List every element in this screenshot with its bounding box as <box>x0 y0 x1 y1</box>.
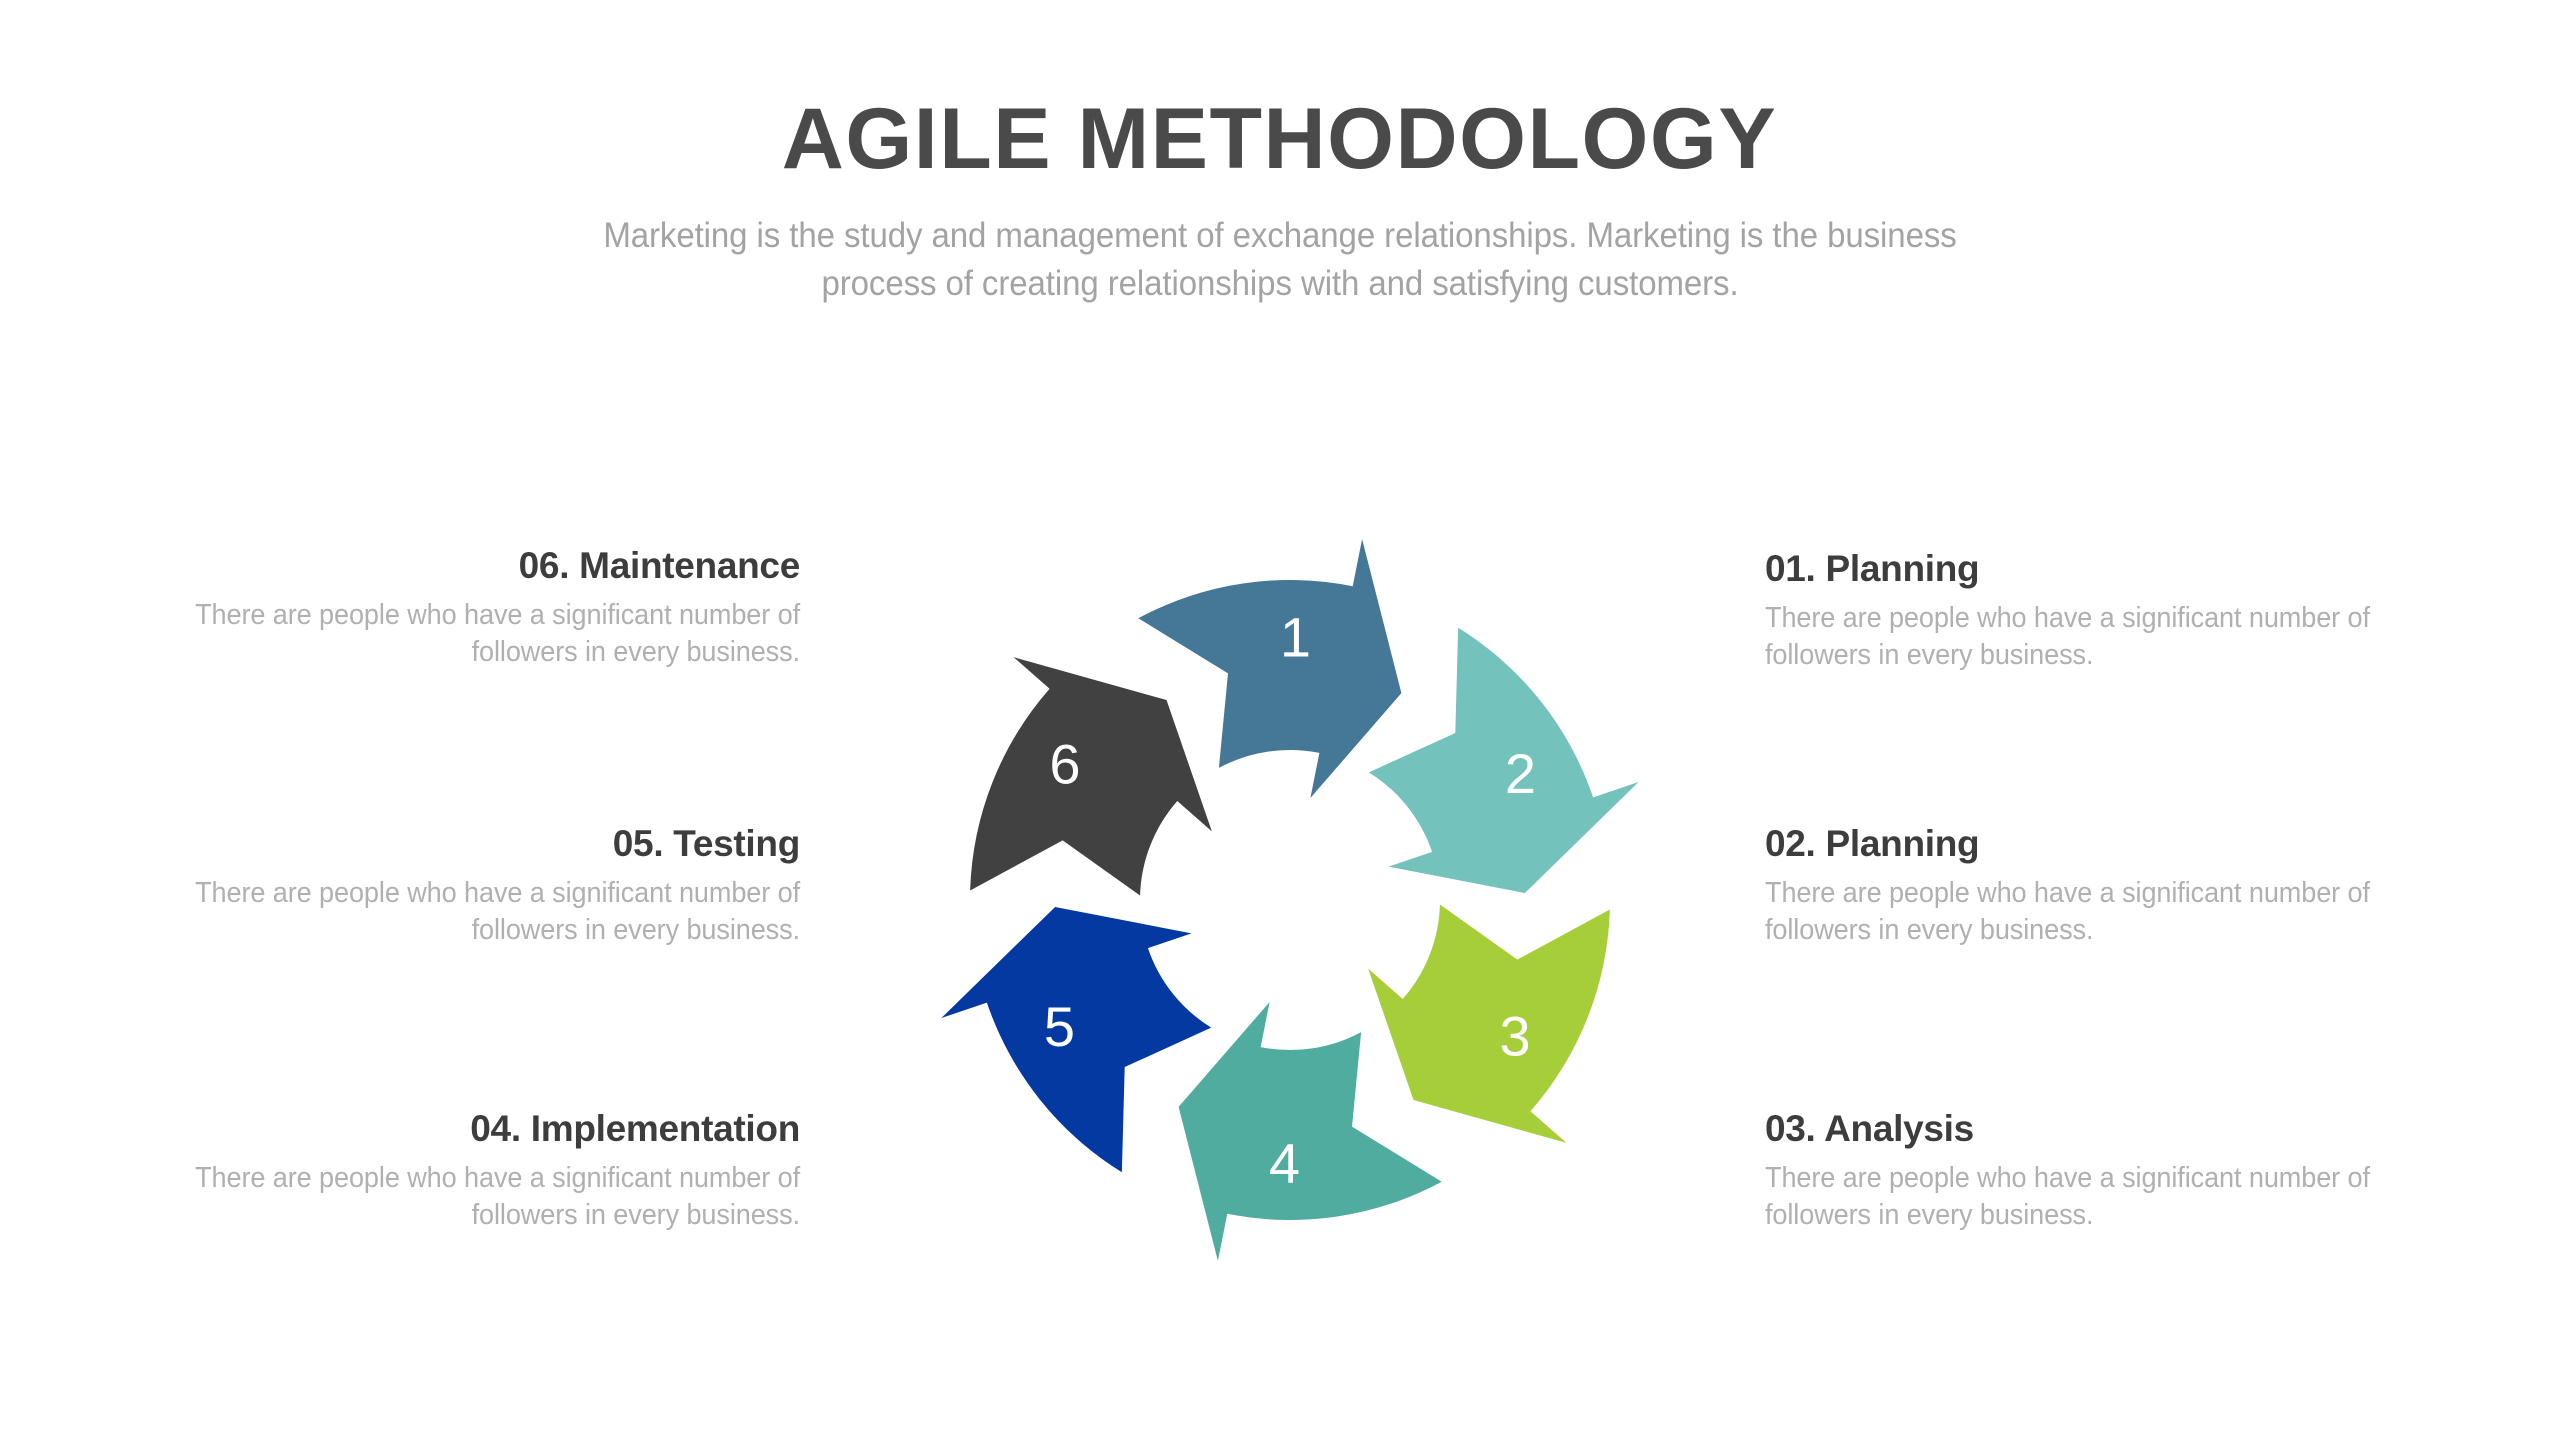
segment-number-4: 4 <box>1269 1131 1300 1194</box>
cycle-diagram: 1 2 3 4 5 6 <box>830 400 1750 1400</box>
step-body-05: There are people who have a significant … <box>195 876 800 947</box>
step-label-01[interactable]: 01. Planning There are people who have a… <box>1765 548 2445 675</box>
step-title-06: 06. Maintenance <box>518 545 801 586</box>
step-title-03: 03. Analysis <box>1765 1108 1974 1149</box>
step-title-04: 04. Implementation <box>470 1108 800 1149</box>
page-subtitle: Marketing is the study and management of… <box>336 212 2224 308</box>
cycle-segment-4[interactable] <box>1178 1001 1442 1261</box>
cycle-arrow-wheel: 1 2 3 4 5 6 <box>941 539 1639 1261</box>
header: AGILE METHODOLOGY Marketing is the study… <box>0 96 2559 308</box>
step-body-04: There are people who have a significant … <box>195 1161 800 1232</box>
segment-number-1: 1 <box>1280 606 1311 669</box>
segment-number-2: 2 <box>1505 742 1536 805</box>
step-title-01: 01. Planning <box>1765 548 1980 589</box>
step-label-05[interactable]: 05. Testing There are people who have a … <box>120 823 800 950</box>
step-label-03[interactable]: 03. Analysis There are people who have a… <box>1765 1108 2445 1235</box>
subtitle-line-1: Marketing is the study and management of… <box>602 215 1957 255</box>
step-label-02[interactable]: 02. Planning There are people who have a… <box>1765 823 2445 950</box>
step-body-03: There are people who have a significant … <box>1765 1161 2370 1232</box>
step-body-01: There are people who have a significant … <box>1765 601 2370 672</box>
step-label-06[interactable]: 06. Maintenance There are people who hav… <box>120 545 800 672</box>
step-title-05: 05. Testing <box>612 823 801 864</box>
cycle-segment-3[interactable] <box>1368 904 1610 1143</box>
page-title: AGILE METHODOLOGY <box>781 91 1778 187</box>
segment-number-5: 5 <box>1044 995 1075 1058</box>
subtitle-line-2: process of creating relationships with a… <box>820 262 1739 303</box>
segment-number-6: 6 <box>1049 732 1080 795</box>
step-body-06: There are people who have a significant … <box>195 598 800 669</box>
step-title-02: 02. Planning <box>1765 823 1980 864</box>
segment-number-3: 3 <box>1499 1005 1530 1068</box>
step-label-04[interactable]: 04. Implementation There are people who … <box>120 1108 800 1235</box>
cycle-segment-2[interactable] <box>1368 627 1639 894</box>
cycle-segment-1[interactable] <box>1138 539 1402 799</box>
cycle-segment-6[interactable] <box>970 657 1212 896</box>
step-body-02: There are people who have a significant … <box>1765 876 2370 947</box>
cycle-segment-5[interactable] <box>941 906 1212 1173</box>
